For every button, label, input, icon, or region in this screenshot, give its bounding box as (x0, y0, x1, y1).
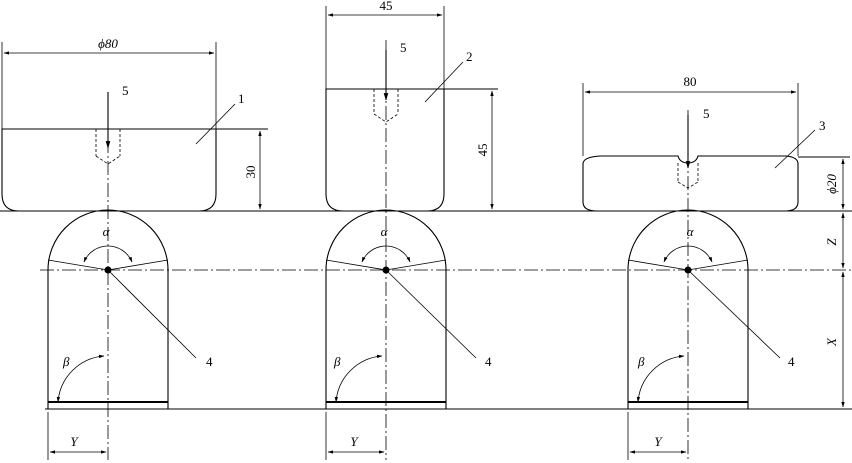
beta-arc (334, 354, 383, 403)
specimen-disc-80 (1, 128, 217, 212)
leader-2 (424, 61, 464, 103)
dimension-30: 30 (243, 166, 258, 179)
dimension-45-width: 45 (380, 0, 393, 13)
beta-label: β (62, 354, 70, 369)
alpha-label: α (103, 224, 111, 239)
assembly-right: 80 ϕ20 α 4 β Y 3 5 (582, 74, 850, 460)
support-block (325, 209, 447, 409)
y-label: Y (70, 434, 79, 449)
alpha-label: α (381, 224, 389, 239)
leader-1 (195, 103, 236, 145)
alpha-arc (361, 245, 411, 263)
leader-3 (774, 129, 816, 169)
assembly-left: ϕ80 30 α 4 β Y 1 5 (1, 36, 268, 460)
assembly-middle: 45 45 α 4 β Y 2 5 (325, 0, 498, 460)
leader-4 (107, 269, 197, 359)
dimension-phi80: ϕ80 (98, 36, 118, 51)
leader-4 (687, 269, 781, 359)
support-block (47, 209, 169, 409)
beta-label: β (333, 354, 341, 369)
right-dimensions: Z X (824, 212, 845, 408)
y-label: Y (654, 434, 663, 449)
callout-4: 4 (206, 354, 213, 369)
dimension-phi20: ϕ20 (824, 174, 839, 194)
threaded-hole (373, 89, 399, 123)
callout-1: 1 (238, 91, 245, 106)
z-label: Z (824, 238, 839, 246)
beta-arc (56, 354, 105, 403)
callout-4: 4 (788, 354, 795, 369)
alpha-label: α (687, 224, 695, 239)
specimen-block-45 (325, 88, 445, 212)
dimension-80: 80 (684, 74, 697, 89)
leader-4 (385, 269, 477, 359)
callout-2: 2 (466, 49, 473, 64)
beta-arc (636, 354, 685, 403)
dimension-45-height: 45 (475, 144, 490, 157)
force-label: 5 (703, 106, 710, 121)
support-block (627, 209, 749, 409)
alpha-arc (83, 245, 133, 263)
y-label: Y (350, 434, 359, 449)
alpha-arc (663, 245, 713, 263)
force-label: 5 (400, 40, 407, 55)
specimen-flat-80 (582, 155, 799, 212)
callout-4: 4 (485, 354, 492, 369)
threaded-hole (95, 129, 121, 165)
beta-label: β (637, 354, 645, 369)
force-label: 5 (122, 83, 129, 98)
callout-3: 3 (819, 118, 826, 133)
x-label: X (824, 337, 839, 347)
